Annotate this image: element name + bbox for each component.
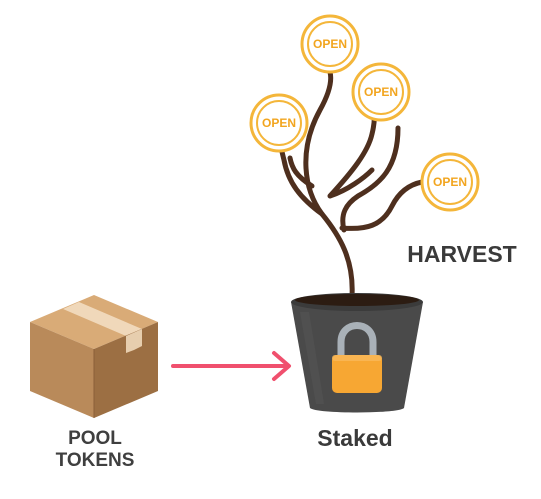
coin-label: OPEN — [433, 175, 467, 189]
open-coin-top: OPEN — [300, 14, 360, 74]
open-coin-left: OPEN — [249, 93, 309, 153]
pool-tokens-box-icon — [30, 295, 158, 418]
open-coin-mid-right: OPEN — [351, 62, 411, 122]
lock-icon — [332, 322, 382, 393]
pool-tokens-label-line1: POOL — [68, 428, 122, 449]
open-coin-right: OPEN — [420, 152, 480, 212]
coin-label: OPEN — [262, 116, 296, 130]
pool-tokens-label-line2: TOKENS — [55, 449, 135, 471]
coin-label: OPEN — [313, 37, 347, 51]
pool-tokens-label: POOL TOKENS — [20, 428, 170, 472]
harvest-label: HARVEST — [407, 241, 517, 267]
staking-bucket-icon — [291, 293, 423, 413]
stake-arrow — [171, 351, 291, 381]
staked-label: Staked — [317, 425, 393, 451]
coin-label: OPEN — [364, 85, 398, 99]
